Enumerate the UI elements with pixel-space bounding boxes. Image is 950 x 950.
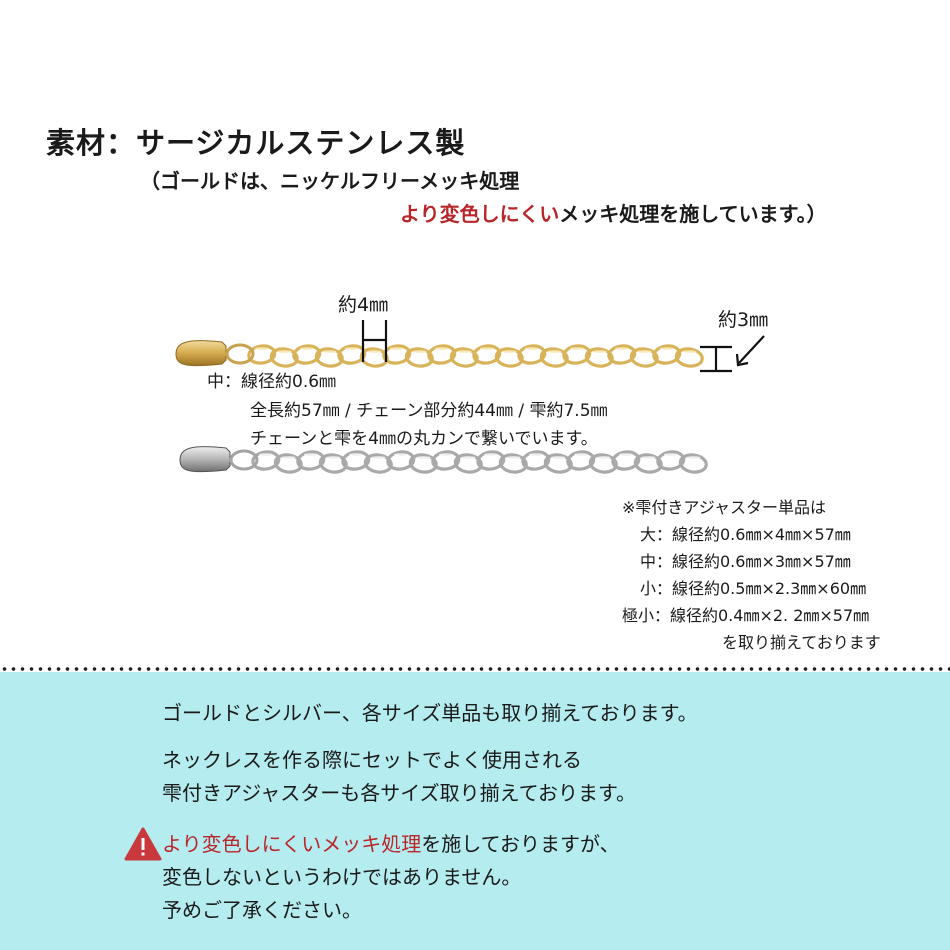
chain-link-highlight <box>682 350 697 353</box>
chain-link-highlight <box>281 456 296 459</box>
chain-link-highlight <box>349 453 363 456</box>
silver-adjuster-chain <box>251 450 708 474</box>
chain-link-highlight <box>547 350 562 353</box>
material-title: 素材：サージカルステンレス製 <box>46 126 466 160</box>
chain-link-highlight <box>394 453 408 456</box>
chain-link-highlight <box>412 350 427 353</box>
chain-link-highlight <box>371 456 386 459</box>
panel-set-line2: 雫付きアジャスターも各サイズ取り揃えております。 <box>162 781 636 805</box>
chain-link-highlight <box>345 347 359 350</box>
spec-lengths: 全長約57㎜ / チェーン部分約44㎜ / 雫約7.5㎜ <box>250 401 608 421</box>
chain-link-highlight <box>686 456 701 459</box>
chain-link-highlight <box>660 347 674 350</box>
chain-link-highlight <box>435 347 449 350</box>
chain-link-highlight <box>304 453 318 456</box>
size-item-extra-small: 極小：線径約0.4㎜×2. 2㎜×57㎜ <box>622 606 870 625</box>
chain-link-highlight <box>390 347 404 350</box>
panel-caution-line3: 予めご了承ください。 <box>162 898 362 922</box>
plating-note-line1: （ゴールドは、ニッケルフリーメッキ処理 <box>140 169 520 193</box>
chain-link-highlight <box>484 453 498 456</box>
gold-jump-ring <box>225 343 255 365</box>
chain-link-highlight <box>461 456 476 459</box>
spec-wire-gauge: 中：線径約0.6㎜ <box>207 372 337 392</box>
single-item-footer: を取り揃えております <box>722 633 881 652</box>
panel-caution-line1: より変色しにくいメッキ処理を施しておりますが、 <box>162 828 620 860</box>
chain-link-highlight <box>439 453 453 456</box>
chain-link-highlight <box>664 453 678 456</box>
chain-link-highlight <box>525 347 539 350</box>
chain-link-highlight <box>615 347 629 350</box>
chain-link-highlight <box>322 350 337 353</box>
chain-link-highlight <box>259 453 273 456</box>
panel-caution-line2: 変色しないというわけではありません。 <box>162 865 522 889</box>
info-panel <box>0 672 950 950</box>
chain-link-highlight <box>551 456 566 459</box>
panel-caution-rest: を施しておりますが、 <box>421 832 620 856</box>
chain-link-highlight <box>502 350 517 353</box>
panel-caution-highlight: より変色しにくいメッキ処理 <box>162 832 422 856</box>
chain-link-highlight <box>506 456 521 459</box>
single-item-header: ※雫付きアジャスター単品は <box>622 498 826 517</box>
panel-set-line1: ネックレスを作る際にセットでよく使用される <box>162 748 582 772</box>
chain-link-highlight <box>326 456 341 459</box>
plating-note-highlight: より変色しにくい <box>400 202 560 226</box>
chain-link-highlight <box>529 453 543 456</box>
chain-link-highlight <box>255 347 269 350</box>
end-ring-label: 約3㎜ <box>718 309 769 331</box>
plating-note-line2: より変色しにくいメッキ処理を施しています。） <box>400 198 827 227</box>
chain-link-highlight <box>416 456 431 459</box>
plating-note-rest: メッキ処理を施しています。） <box>559 202 827 226</box>
gold-teardrop <box>175 340 227 367</box>
size-item-large: 大：線径約0.6㎜×4㎜×57㎜ <box>640 525 851 544</box>
chain-link-highlight <box>637 350 652 353</box>
spec-connection: チェーンと雫を4㎜の丸カンで繋いでいます。 <box>250 429 598 449</box>
chain-link-highlight <box>619 453 633 456</box>
panel-availability: ゴールドとシルバー、各サイズ単品も取り揃えております。 <box>162 701 698 725</box>
chain-link-highlight <box>596 456 611 459</box>
chain-link-highlight <box>641 456 656 459</box>
chain-link-highlight <box>367 350 382 353</box>
size-item-medium: 中：線径約0.6㎜×3㎜×57㎜ <box>640 552 851 571</box>
silver-teardrop <box>179 446 231 473</box>
chain-link-highlight <box>277 350 292 353</box>
link-width-label: 約4㎜ <box>338 294 389 316</box>
chain-link-highlight <box>457 350 472 353</box>
size-item-small: 小：線径約0.5㎜×2.3㎜×60㎜ <box>640 579 867 598</box>
chain-link-highlight <box>480 347 494 350</box>
chain-link <box>674 347 704 368</box>
chain-link-highlight <box>574 453 588 456</box>
end-ring-dimension <box>700 335 765 373</box>
adjuster-illustration <box>175 320 765 474</box>
chain-link <box>678 453 708 474</box>
silver-jump-ring <box>229 449 259 471</box>
chain-link-highlight <box>592 350 607 353</box>
link-width-dimension <box>361 320 388 362</box>
gold-adjuster-chain <box>247 344 704 368</box>
chain-link-highlight <box>300 347 314 350</box>
dotted-divider <box>0 665 950 673</box>
chain-link-highlight <box>570 347 584 350</box>
